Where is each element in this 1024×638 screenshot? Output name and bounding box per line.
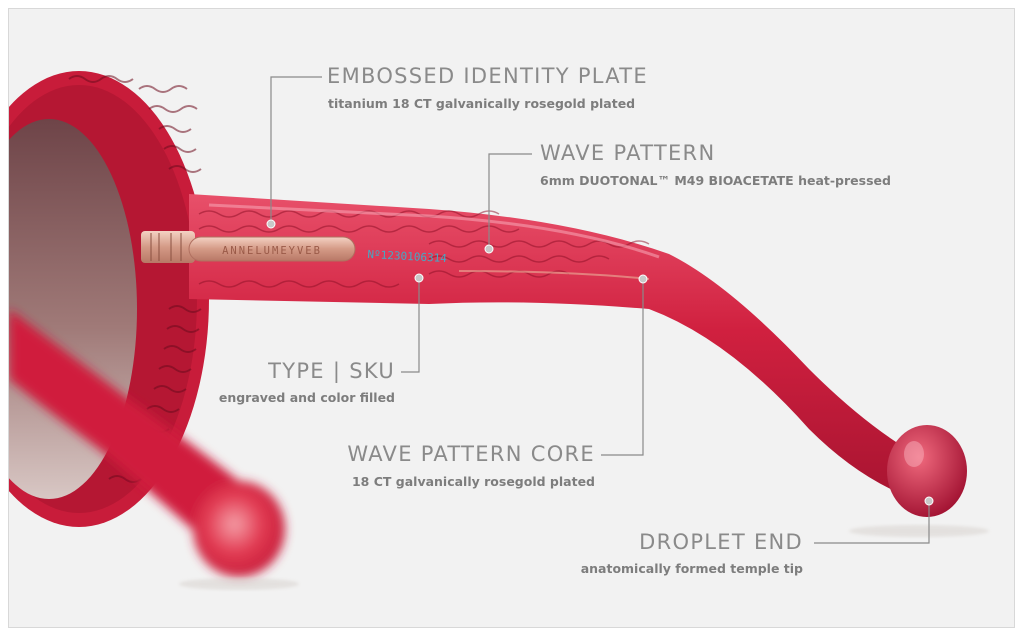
callout-dots [266,219,934,506]
callout-lines [270,76,930,544]
type-sku-subtitle: engraved and color filled [218,390,395,405]
wave-pattern-title: WAVE PATTERN [540,141,716,165]
wave-core-title: WAVE PATTERN CORE [347,442,595,466]
product-image-frame: ANNELUMEYVEB Nº1230106314 EMBOSSED IDENT… [8,8,1015,628]
rim-wave-texture [68,75,202,483]
wave-pattern-core [458,270,650,280]
type-sku-title: TYPE | SKU [268,359,395,383]
temple-arm [189,194,924,499]
droplet-end-subtitle: anatomically formed temple tip [580,561,803,576]
wave-pattern-subtitle: 6mm DUOTONAL™ M49 BIOACETATE heat-presse… [540,173,891,188]
droplet-end-title: DROPLET END [639,530,803,554]
blurred-foreground-temple [9,309,285,577]
identity-plate-title: EMBOSSED IDENTITY PLATE [327,64,648,88]
temple-wave-texture [198,210,650,288]
sunglasses-photo: ANNELUMEYVEB Nº1230106314 [9,71,989,590]
identity-plate-subtitle: titanium 18 CT galvanically rosegold pla… [328,96,636,111]
identity-plate [188,236,356,262]
identity-plate-engraving: ANNELUMEYVEB [222,245,322,257]
hinge [141,231,195,263]
sku-engraving: Nº1230106314 [367,248,447,265]
wave-core-subtitle: 18 CT galvanically rosegold plated [351,474,595,489]
